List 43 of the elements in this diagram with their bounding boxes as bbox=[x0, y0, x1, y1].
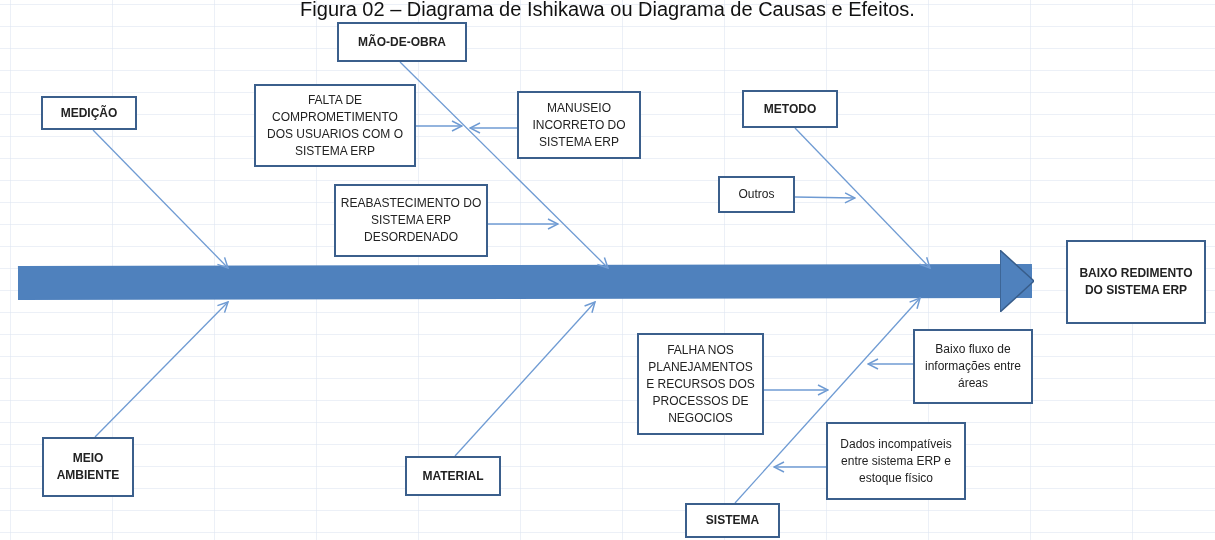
node-text: METODO bbox=[763, 100, 817, 118]
bone-arrow bbox=[92, 129, 229, 269]
bone-arrow bbox=[454, 301, 596, 457]
cause-box bbox=[254, 84, 416, 167]
category-box bbox=[337, 22, 467, 62]
bone-arrow bbox=[734, 297, 921, 504]
category-box bbox=[41, 96, 137, 130]
bone-arrow bbox=[794, 127, 931, 269]
bone-arrow bbox=[94, 301, 229, 438]
node-text: BAIXO REDIMENTO DO SISTEMA ERP bbox=[1078, 265, 1194, 299]
node-text: Baixo fluxo de informações entre áreas bbox=[923, 341, 1022, 392]
cause-arrow bbox=[867, 358, 914, 370]
cause-arrow bbox=[415, 120, 463, 132]
cause-box bbox=[718, 176, 795, 213]
cause-box bbox=[334, 184, 488, 257]
node-text: MEIO AMBIENTE bbox=[55, 450, 121, 484]
category-box bbox=[405, 456, 501, 496]
node-text: Dados incompatíveis entre sistema ERP e estoque físico bbox=[839, 435, 953, 487]
cause-box bbox=[826, 422, 966, 500]
spine-arrow bbox=[17, 249, 1035, 313]
cause-arrow bbox=[763, 384, 829, 396]
cause-box bbox=[637, 333, 764, 435]
cause-arrow bbox=[773, 461, 827, 473]
bone-arrow bbox=[399, 61, 609, 269]
node-text: Outros bbox=[738, 186, 775, 203]
cause-arrow bbox=[469, 122, 518, 134]
cause-box bbox=[913, 329, 1033, 404]
node-text: MÃO-DE-OBRA bbox=[358, 33, 446, 51]
node-text: MANUSEIO INCORRETO DO SISTEMA ERP bbox=[531, 99, 627, 151]
figure-title: Figura 02 – Diagrama de Ishikawa ou Diagrama de Causas e Efeitos. bbox=[299, 0, 916, 21]
cause-arrow bbox=[794, 192, 856, 204]
node-text: MATERIAL bbox=[422, 467, 484, 485]
category-box bbox=[742, 90, 838, 128]
cause-arrow bbox=[487, 218, 559, 230]
category-box bbox=[42, 437, 134, 497]
node-text: REABASTECIMENTO DO SISTEMA ERP DESORDENADO bbox=[340, 195, 482, 246]
effect-box bbox=[1066, 240, 1206, 324]
category-box bbox=[685, 503, 780, 538]
node-text: FALTA DE COMPROMETIMENTO DOS USUARIOS COM O SISTEMA ERP bbox=[266, 91, 404, 160]
node-text: FALHA NOS PLANEJAMENTOS E RECURSOS DOS PROCESSOS DE NEGOCIOS bbox=[645, 341, 756, 427]
node-text: MEDIÇÃO bbox=[60, 104, 118, 122]
cause-box bbox=[517, 91, 641, 159]
node-text: SISTEMA bbox=[705, 512, 760, 529]
